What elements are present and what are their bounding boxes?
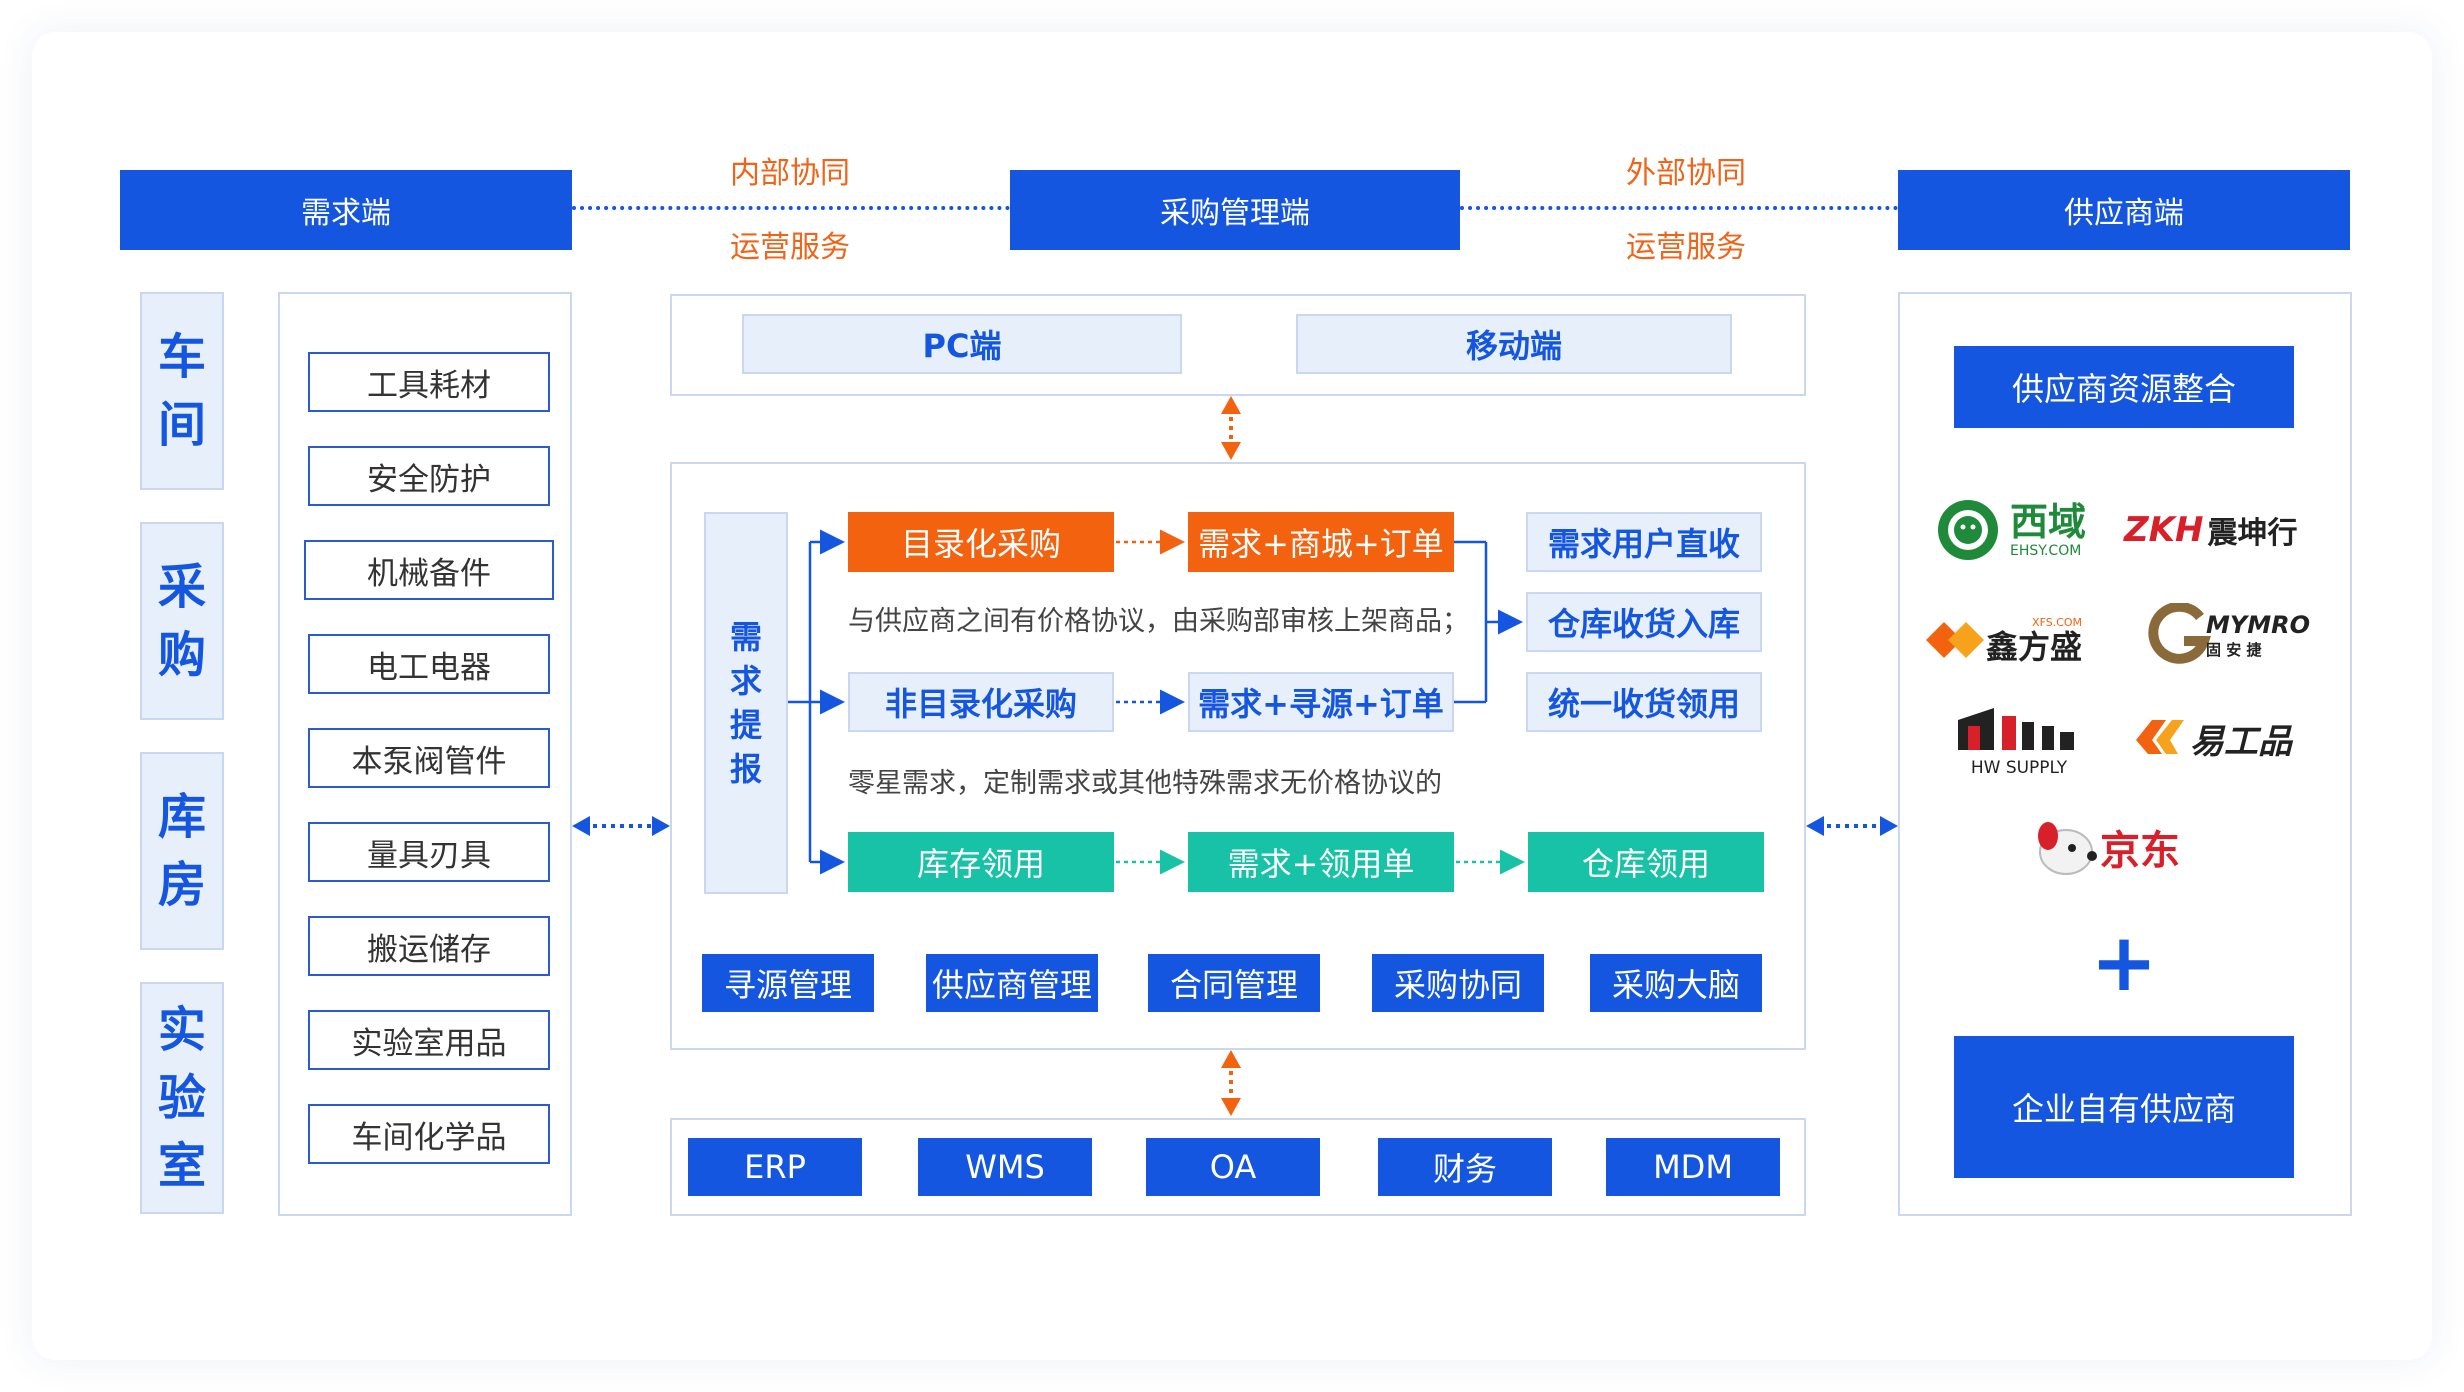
mymro-logo: MYMRO 固 安 捷	[2148, 600, 2328, 670]
xfs-logo: XFS.COM 鑫方盛	[1926, 610, 2116, 670]
stock-order-box: 需求+领用单	[1188, 832, 1454, 892]
category-item: 实验室用品	[308, 1010, 550, 1070]
system-finance: 财务	[1378, 1138, 1552, 1196]
receipt-direct: 需求用户直收	[1526, 512, 1762, 572]
jd-dog-icon	[2038, 822, 2097, 875]
ehsy-en-text: EHSY.COM	[2010, 543, 2082, 559]
noncatalog-description: 零星需求，定制需求或其他特殊需求无价格协议的	[848, 767, 1442, 799]
system-wms: WMS	[918, 1138, 1092, 1196]
warehouse-requisition-box: 仓库领用	[1528, 832, 1764, 892]
department-warehouse: 库 房	[140, 752, 224, 950]
mymro-en-text: MYMRO	[2206, 610, 2311, 639]
ehsy-logo: 西域 EHSY.COM	[1934, 496, 2104, 564]
category-item: 本泵阀管件	[308, 728, 550, 788]
ygp-logo: 易工品	[2132, 710, 2322, 766]
internal-service-label: 运营服务	[730, 230, 850, 265]
dept-char: 房	[157, 857, 206, 913]
mobile-terminal: 移动端	[1296, 314, 1732, 374]
supplier-integration-box: 供应商资源整合	[1954, 346, 2294, 428]
department-workshop: 车 间	[140, 292, 224, 490]
jd-cn-text: 京东	[2100, 828, 2180, 874]
dept-char: 验	[157, 1070, 206, 1126]
zkh-cn-text: 震坤行	[2207, 516, 2298, 551]
zkh-en-text: ZKH	[2124, 510, 2204, 550]
report-char: 提	[729, 706, 762, 744]
stock-requisition-box: 库存领用	[848, 832, 1114, 892]
module-collaboration: 采购协同	[1372, 954, 1544, 1012]
plus-icon: +	[2090, 915, 2158, 1009]
module-contract: 合同管理	[1148, 954, 1320, 1012]
dept-char: 购	[157, 627, 206, 683]
internal-link-line	[572, 206, 1010, 210]
jd-logo: 京东	[2030, 812, 2210, 882]
noncatalog-order-box: 需求+寻源+订单	[1188, 672, 1454, 732]
demand-side-header: 需求端	[120, 170, 572, 250]
report-char: 求	[729, 662, 762, 700]
supplier-side-header: 供应商端	[1898, 170, 2350, 250]
xfs-en-text: XFS.COM	[2032, 615, 2083, 629]
flow-systems-arrow	[1221, 1050, 1241, 1116]
catalog-procurement-box: 目录化采购	[848, 512, 1114, 572]
system-oa: OA	[1146, 1138, 1320, 1196]
lion-icon	[1938, 500, 1998, 560]
mymro-g-icon	[2148, 603, 2211, 664]
mymro-cn-text: 固 安 捷	[2206, 640, 2262, 659]
dept-char: 采	[157, 559, 206, 615]
own-suppliers-box: 企业自有供应商	[1954, 1036, 2294, 1178]
receipt-unified: 统一收货领用	[1526, 672, 1762, 732]
receipt-warehouse: 仓库收货入库	[1526, 592, 1762, 652]
ygp-cn-text: 易工品	[2190, 721, 2292, 762]
category-item: 机械备件	[304, 540, 554, 600]
dept-char: 室	[157, 1138, 206, 1194]
dept-char: 库	[157, 789, 206, 845]
report-char: 报	[729, 750, 762, 788]
department-purchasing: 采 购	[140, 522, 224, 720]
module-brain: 采购大脑	[1590, 954, 1762, 1012]
system-mdm: MDM	[1606, 1138, 1780, 1196]
zkh-logo: ZKH 震坤行	[2124, 504, 2324, 556]
category-item: 安全防护	[308, 446, 550, 506]
ygp-mark-icon	[2136, 720, 2184, 754]
demand-procurement-arrow	[572, 816, 670, 836]
pc-terminal: PC端	[742, 314, 1182, 374]
category-item: 搬运储存	[308, 916, 550, 976]
hw-building-icon	[1958, 708, 2074, 750]
system-erp: ERP	[688, 1138, 862, 1196]
hw-supply-text: HW SUPPLY	[1970, 758, 2068, 778]
dept-char: 间	[157, 397, 206, 453]
external-service-label: 运营服务	[1626, 230, 1746, 265]
dept-char: 实	[157, 1002, 206, 1058]
receipt-merge-lines	[1454, 540, 1523, 704]
module-supplier-mgmt: 供应商管理	[926, 954, 1098, 1012]
hw-supply-logo: HW SUPPLY	[1954, 706, 2084, 778]
ehsy-cn-text: 西域	[2010, 500, 2087, 544]
diamond-icon	[1926, 622, 1984, 658]
category-item: 电工电器	[308, 634, 550, 694]
external-link-line	[1460, 206, 1898, 210]
xfs-cn-text: 鑫方盛	[1986, 627, 2083, 666]
category-item: 车间化学品	[308, 1104, 550, 1164]
demand-report-box: 需 求 提 报	[704, 512, 788, 894]
procurement-header: 采购管理端	[1010, 170, 1460, 250]
module-sourcing: 寻源管理	[702, 954, 874, 1012]
catalog-order-box: 需求+商城+订单	[1188, 512, 1454, 572]
demand-report-branches	[788, 529, 845, 875]
noncatalog-procurement-box: 非目录化采购	[848, 672, 1114, 732]
department-laboratory: 实 验 室	[140, 982, 224, 1214]
procurement-supplier-arrow	[1806, 816, 1898, 836]
dept-char: 车	[157, 329, 206, 385]
terminal-flow-arrow	[1221, 396, 1241, 460]
category-item: 工具耗材	[308, 352, 550, 412]
report-char: 需	[729, 618, 762, 656]
external-collaboration-label: 外部协同	[1626, 156, 1746, 191]
internal-collaboration-label: 内部协同	[730, 156, 850, 191]
catalog-description: 与供应商之间有价格协议，由采购部审核上架商品；	[848, 605, 1469, 637]
category-item: 量具刃具	[308, 822, 550, 882]
